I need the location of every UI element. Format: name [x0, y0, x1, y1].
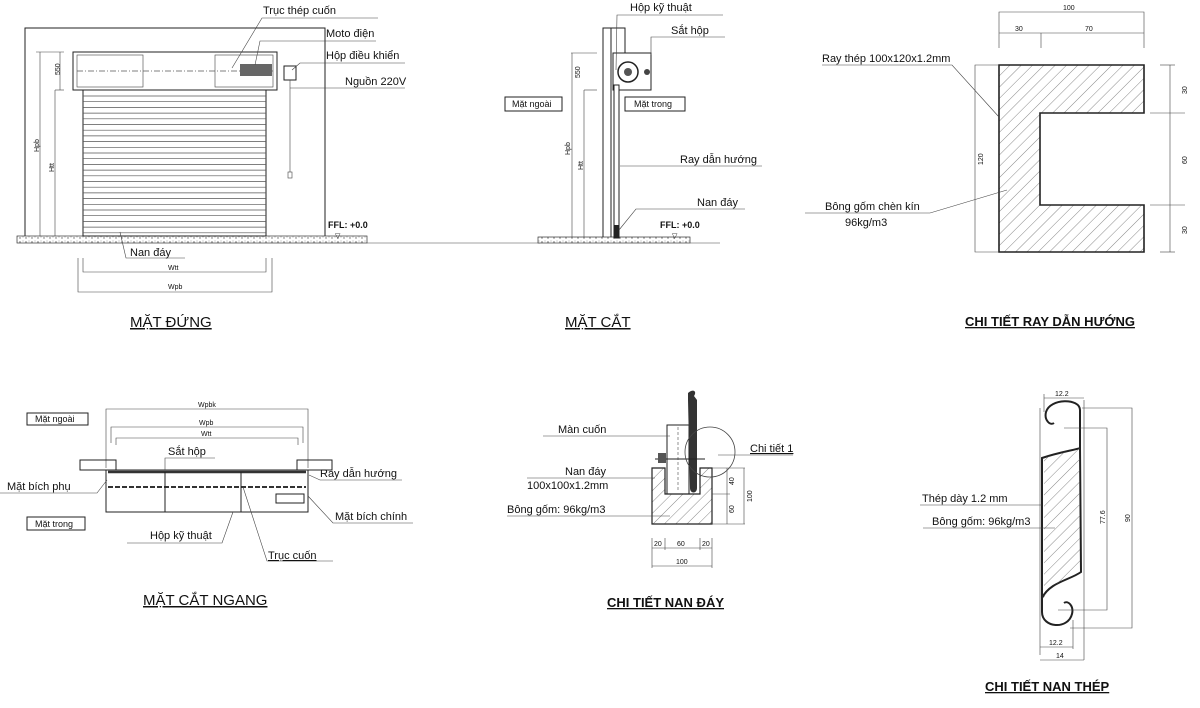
bottom-bar-detail: 40 60 100 20 60 20 100 Màn cuốn Chi tiết… [507, 390, 793, 610]
dim-total-w: 100 [676, 559, 688, 566]
title-section: MẶT CẮT [565, 313, 631, 331]
dim-total-h: 120 [978, 153, 985, 165]
label-curtain: Màn cuốn [558, 424, 606, 436]
label-ffl: FFL: +0.0 [328, 220, 368, 230]
guide-rail [613, 84, 620, 239]
label-outside: Mặt ngoài [35, 414, 75, 424]
label-motor: Moto điện [326, 28, 374, 40]
section-roller-box [612, 52, 652, 91]
label-sub-flange: Mặt bích phụ [7, 481, 71, 493]
dim-wpb: Wpb [199, 420, 214, 427]
shutter-curtain [82, 89, 267, 237]
label-steel-box: Sắt hộp [671, 24, 709, 37]
dim-h1: 40 [729, 477, 736, 485]
label-outside: Mặt ngoài [512, 99, 552, 109]
label-inside: Mặt trong [35, 519, 73, 529]
label-shaft: Trục thép cuốn [263, 5, 336, 17]
dim-w1: 30 [1015, 26, 1023, 33]
dim-bottom-w: 12.2 [1049, 640, 1063, 647]
label-steel-box: Sắt hộp [168, 445, 206, 458]
dim-hpb: Hpb [34, 139, 41, 152]
inside-tag [624, 96, 686, 112]
dim-h2: 60 [1182, 156, 1189, 164]
label-steel: Thép dày 1.2 mm [922, 493, 1008, 505]
label-main-flange: Mặt bích chính [335, 511, 407, 523]
dim-top-w: 12.2 [1055, 391, 1069, 398]
plan-section-view: Wpbk Wpb Wtt Mặt ngoài Mặt trong Sắt hộp… [0, 402, 413, 609]
label-tech-box: Hộp kỹ thuật [630, 2, 692, 14]
plan-tech-box [105, 469, 309, 513]
dim-inner-h: 77.6 [1100, 510, 1107, 524]
title-elevation: MẶT ĐỨNG [130, 314, 212, 331]
dim-w3: 20 [702, 541, 710, 548]
dim-htt: Htt [49, 163, 56, 172]
label-rail: Ray thép 100x120x1.2mm [822, 53, 950, 65]
dim-h3: 30 [1182, 226, 1189, 234]
label-guide-rail: Ray dẫn hướng [680, 153, 757, 166]
section-view: 550 Hpb Htt Mặt ngoài Mặt trong Hộp kỹ t… [504, 2, 762, 331]
label-tech-box: Hộp kỹ thuật [150, 530, 212, 542]
dim-wpb: Wpb [168, 284, 183, 291]
dim-hpb: Hpb [565, 142, 572, 155]
label-fill: Bông gốm: 96kg/m3 [507, 504, 605, 516]
label-control-box: Hộp điều khiển [326, 50, 399, 62]
svg-text:▽: ▽ [672, 233, 678, 240]
label-density: 96kg/m3 [845, 217, 887, 229]
svg-text:▽: ▽ [335, 233, 341, 240]
bottom-bar-profile [651, 467, 713, 525]
slat-detail: 12.2 12.2 14 77.6 90 Thép dày 1.2 mm Bôn… [920, 391, 1133, 694]
title-bottom-detail: CHI TIẾT NAN ĐÁY [607, 595, 724, 610]
dim-550: 550 [575, 66, 582, 78]
title-plan-section: MẶT CẮT NGANG [143, 591, 267, 609]
label-guide-rail: Ray dẫn hướng [320, 467, 397, 480]
dim-wpbk: Wpbk [198, 402, 216, 409]
dim-wtt: Wtt [201, 431, 212, 438]
dim-htt: Htt [578, 161, 585, 170]
dim-h2: 60 [729, 505, 736, 513]
title-slat-detail: CHI TIẾT NAN THÉP [985, 679, 1110, 694]
title-rail-detail: CHI TIẾT RAY DẪN HƯỚNG [965, 314, 1135, 329]
label-roller: Trục cuốn [268, 550, 317, 562]
detail-circle [684, 426, 736, 478]
label-fill: Bông gốm chèn kín [825, 201, 920, 213]
dim-550: 550 [55, 63, 62, 75]
dim-w2: 70 [1085, 26, 1093, 33]
dim-wtt: Wtt [168, 265, 179, 272]
dim-total-h: 100 [747, 490, 754, 502]
dim-w1: 20 [654, 541, 662, 548]
dim-h1: 30 [1182, 86, 1189, 94]
rail-profile [998, 64, 1145, 253]
label-ffl: FFL: +0.0 [660, 220, 700, 230]
label-power: Nguồn 220V [345, 76, 407, 88]
dim-total-w: 14 [1056, 653, 1064, 660]
label-inside: Mặt trong [634, 99, 672, 109]
dim-total-w: 100 [1063, 5, 1075, 12]
dim-w2: 60 [677, 541, 685, 548]
elevation-view: 550 Hpb Htt Wtt Wpb Trục thép cuốn Moto … [16, 5, 540, 331]
label-bar-size: 100x100x1.2mm [527, 480, 608, 492]
label-detail-ref: Chi tiết 1 [750, 443, 793, 455]
label-bottom-bar: Nan đáy [697, 197, 738, 209]
label-bottom-bar: Nan đáy [130, 247, 171, 259]
motor [240, 64, 272, 76]
dim-total-h: 90 [1125, 514, 1132, 522]
label-bottom-bar: Nan đáy [565, 466, 606, 478]
rail-detail: 100 30 70 120 30 60 30 Ray thép 100x120x… [805, 5, 1189, 329]
label-fill: Bông gốm: 96kg/m3 [932, 516, 1030, 528]
outside-tag [504, 96, 563, 112]
